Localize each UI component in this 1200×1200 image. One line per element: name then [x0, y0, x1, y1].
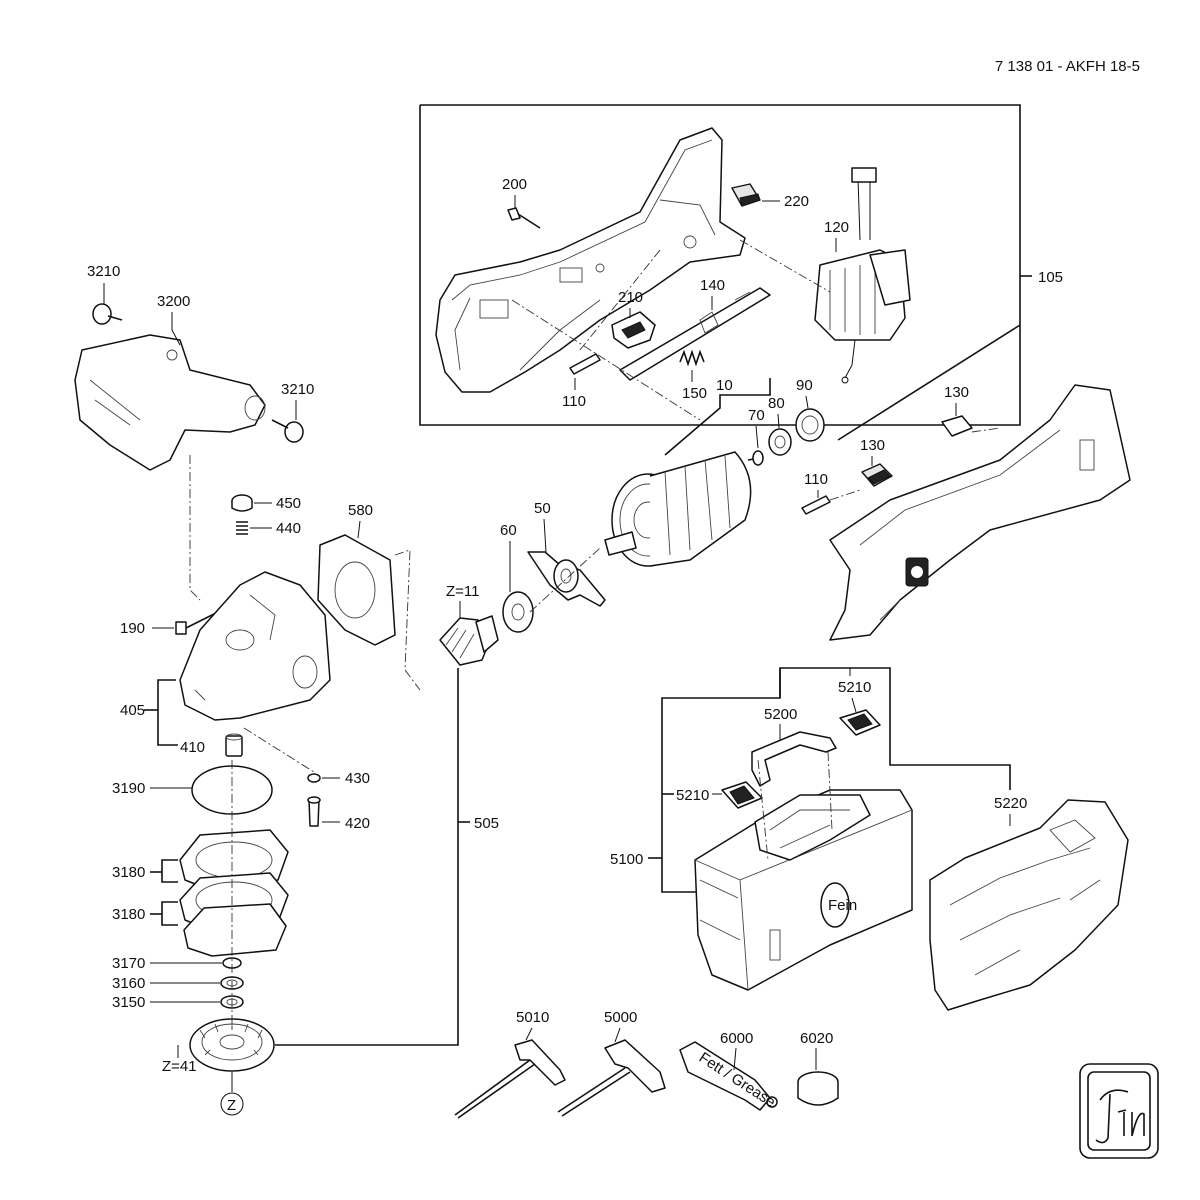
case-logo: Fein — [828, 897, 857, 914]
bearing-60 — [502, 591, 534, 633]
hex-key-5010 — [454, 1039, 566, 1119]
label-3180-a: 3180 — [112, 864, 145, 881]
bushing-410 — [225, 733, 243, 757]
gear-ref-circle: Z — [227, 1097, 236, 1114]
brand-logo — [1079, 1063, 1159, 1159]
label-10: 10 — [716, 377, 733, 394]
switch-module-120 — [814, 167, 911, 384]
label-5100: 5100 — [610, 851, 643, 868]
screw-3210-side — [271, 419, 304, 443]
label-130-bottom: 130 — [860, 437, 885, 454]
gasket-3180-c — [183, 903, 287, 957]
crown-gear-teeth: Z=41 — [162, 1058, 197, 1075]
spring-440 — [236, 521, 248, 535]
label-190: 190 — [120, 620, 145, 637]
clip-5210-top — [839, 709, 881, 736]
label-3200: 3200 — [157, 293, 190, 310]
housing-group-bracket — [419, 104, 1032, 441]
label-440: 440 — [276, 520, 301, 537]
label-220: 220 — [784, 193, 809, 210]
label-3160: 3160 — [112, 975, 145, 992]
label-150: 150 — [682, 385, 707, 402]
pin-110-top — [569, 353, 601, 375]
label-110-top: 110 — [562, 393, 586, 410]
label-6000: 6000 — [720, 1030, 753, 1047]
pin-420 — [307, 796, 321, 827]
case-insert-5220 — [929, 799, 1129, 1011]
label-70: 70 — [748, 407, 765, 424]
label-3210-side: 3210 — [281, 381, 314, 398]
armature-10 — [604, 451, 761, 567]
label-450: 450 — [276, 495, 301, 512]
label-580: 580 — [348, 502, 373, 519]
label-120: 120 — [824, 219, 849, 236]
carry-case-5100: Fein — [694, 789, 913, 991]
label-110-right: 110 — [804, 471, 828, 488]
pad-130-bottom — [861, 463, 893, 487]
label-90: 90 — [796, 377, 813, 394]
ring-90 — [795, 408, 825, 442]
case-handle-5200 — [751, 731, 837, 787]
label-430: 430 — [345, 770, 370, 787]
label-6020: 6020 — [800, 1030, 833, 1047]
label-80: 80 — [768, 395, 785, 412]
label-5220: 5220 — [994, 795, 1027, 812]
label-210: 210 — [618, 289, 643, 306]
label-5200: 5200 — [764, 706, 797, 723]
ring-430 — [307, 773, 321, 783]
screw-3210-top — [92, 303, 123, 325]
label-140: 140 — [700, 277, 725, 294]
label-105: 105 — [1038, 269, 1063, 286]
hex-key-5000 — [557, 1039, 666, 1117]
slide-bar-140 — [619, 287, 771, 381]
label-420: 420 — [345, 815, 370, 832]
label-130-top: 130 — [944, 384, 969, 401]
label-405: 405 — [120, 702, 145, 719]
pad-130-top — [941, 415, 973, 437]
label-3210-top: 3210 — [87, 263, 120, 280]
pin-110-right — [801, 495, 831, 515]
label-5210-top: 5210 — [838, 679, 871, 696]
screw-200 — [507, 207, 541, 229]
label-505: 505 — [474, 815, 499, 832]
label-410: 410 — [180, 739, 205, 756]
cap-450 — [231, 494, 253, 512]
bearing-80 — [768, 428, 792, 456]
cover-580 — [317, 534, 421, 691]
pad-220 — [731, 183, 761, 207]
label-5000: 5000 — [604, 1009, 637, 1026]
label-3190: 3190 — [112, 780, 145, 797]
crown-gear — [189, 1018, 275, 1072]
label-5010: 5010 — [516, 1009, 549, 1026]
document-id: 7 138 01 - AKFH 18-5 — [994, 58, 1140, 75]
label-3180-b: 3180 — [112, 906, 145, 923]
button-210 — [611, 311, 656, 349]
gear-housing-405 — [179, 571, 331, 721]
housing-shell-right — [829, 384, 1131, 641]
flange-50 — [527, 551, 606, 607]
spring-150 — [679, 349, 705, 367]
label-3170: 3170 — [112, 955, 145, 972]
pinion-teeth: Z=11 — [446, 583, 480, 600]
side-handle-3200 — [74, 334, 266, 471]
washer-70 — [752, 450, 764, 466]
clip-5210-left — [721, 781, 763, 809]
grease-pot-6020 — [797, 1071, 839, 1106]
housing-shell-left — [435, 127, 746, 393]
pinion-gear — [439, 615, 499, 666]
label-3150: 3150 — [112, 994, 145, 1011]
label-60: 60 — [500, 522, 517, 539]
label-200: 200 — [502, 176, 527, 193]
label-5210-left: 5210 — [676, 787, 709, 804]
grease-tube-6000: Fett / Grease — [679, 1041, 779, 1111]
label-50: 50 — [534, 500, 551, 517]
